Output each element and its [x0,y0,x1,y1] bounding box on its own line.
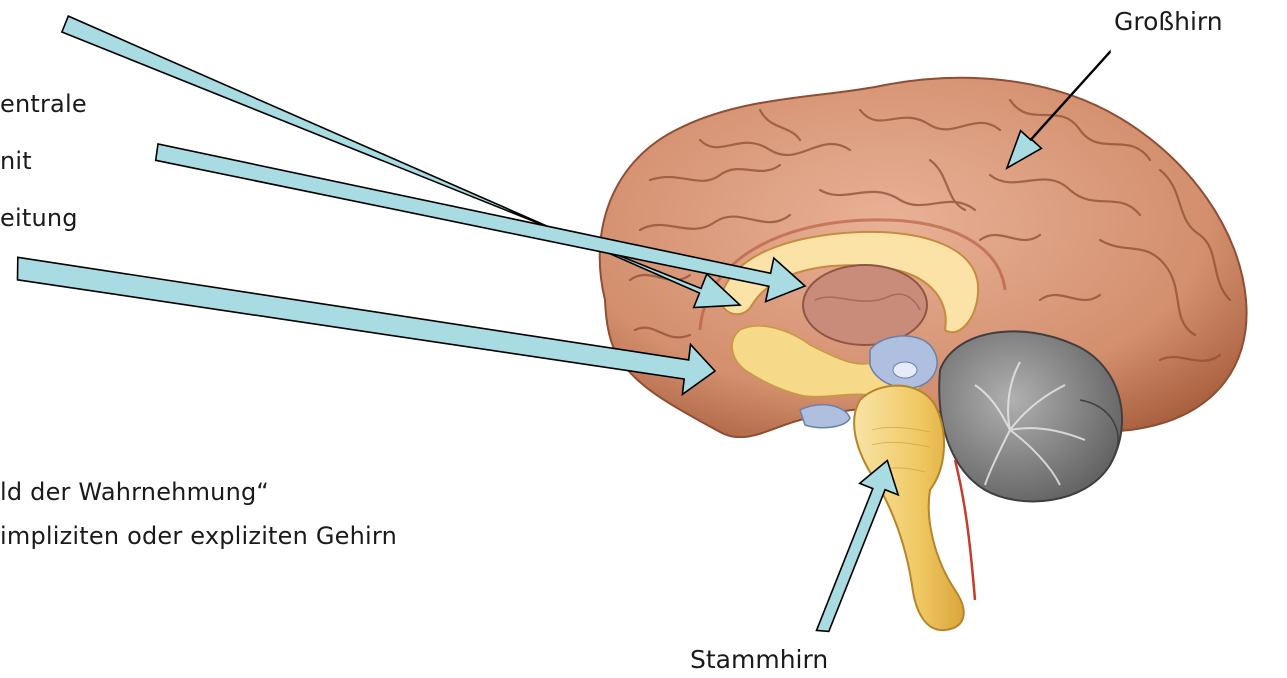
text-line-3: eitung [0,204,78,232]
text-line-4: ld der Wahrnehmung“ [0,478,269,506]
text-line-1: entrale [0,90,87,118]
label-stammhirn: Stammhirn [690,645,828,674]
arrow-stammhirn [817,461,899,632]
text-line-2: nit [0,147,32,175]
text-line-5: impliziten oder expliziten Gehirn [0,522,397,550]
thalamus [803,265,927,345]
cerebellum [939,331,1122,501]
label-grosshirn: Großhirn [1114,7,1223,36]
